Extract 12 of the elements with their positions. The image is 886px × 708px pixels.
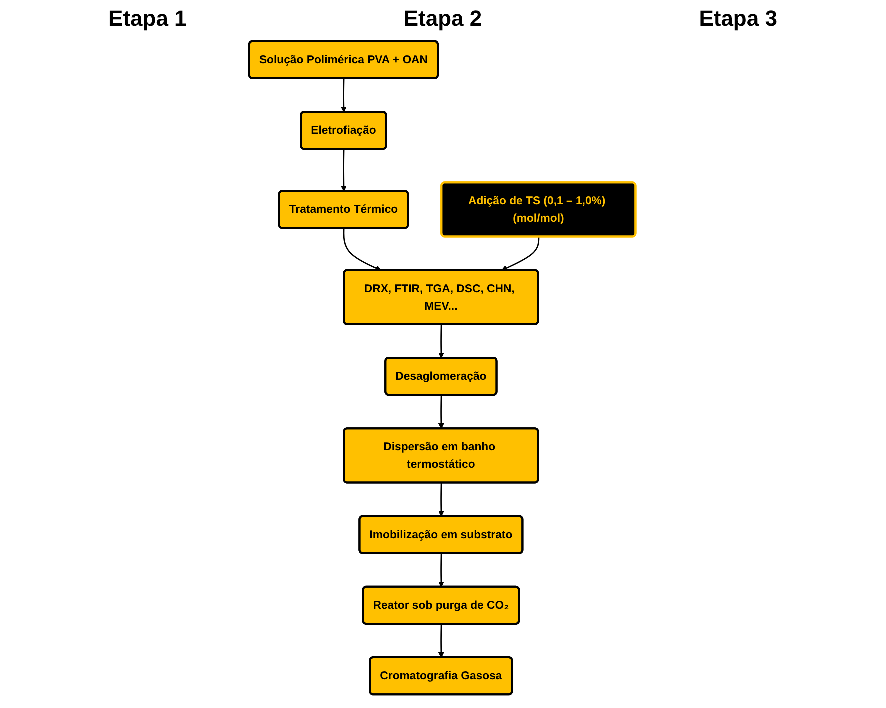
arrow <box>438 483 445 517</box>
arrow <box>438 324 445 359</box>
arrow <box>438 395 445 430</box>
arrow <box>502 237 540 272</box>
arrow <box>344 228 382 272</box>
arrow <box>438 554 445 588</box>
stage-heading: Etapa 3 <box>699 6 778 30</box>
arrow <box>438 624 445 658</box>
stage-heading: Etapa 2 <box>404 6 482 30</box>
arrow <box>341 149 348 192</box>
arrow <box>341 78 348 113</box>
stage-heading: Etapa 1 <box>108 6 187 30</box>
